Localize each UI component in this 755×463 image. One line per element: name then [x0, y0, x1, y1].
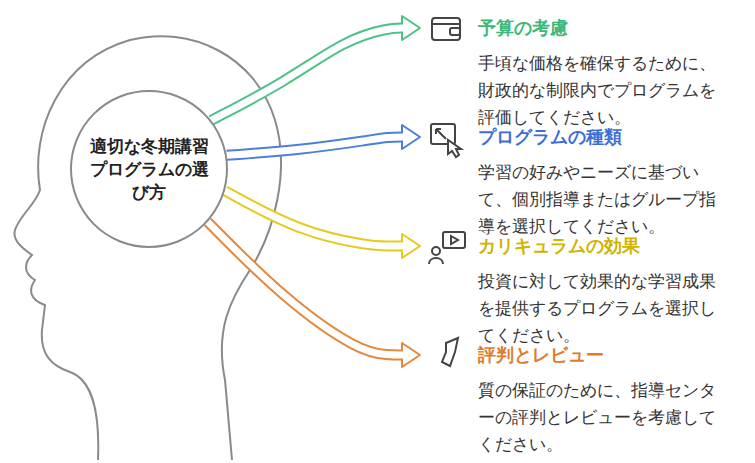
arrow-head: [402, 16, 420, 40]
title-circle: 適切な冬期講習プログラムの選び方: [70, 90, 228, 248]
topic-item: カリキュラムの効果投資に対して効果的な学習成果を提供するプログラムを選択してくだ…: [422, 233, 732, 349]
cursor-icon: [431, 124, 461, 157]
flag-icon: [442, 338, 458, 366]
topic-heading: 評判とレビュー: [478, 342, 732, 368]
topic-heading: 予算の考慮: [478, 15, 732, 41]
topic-body: 質の保証のために、指導センターの評判とレビューを考慮してください。: [478, 377, 728, 458]
arrow-head: [402, 125, 420, 149]
wallet-icon: [432, 18, 460, 40]
arrow-head: [402, 343, 420, 367]
title-text: 適切な冬期講習プログラムの選び方: [86, 135, 212, 204]
hollow-arrow: [208, 222, 420, 367]
arrow-shaft: [208, 222, 403, 355]
topic-heading: プログラムの種類: [478, 124, 732, 150]
hollow-arrow: [227, 125, 420, 155]
topic-item: プログラムの種類学習の好みやニーズに基づいて、個別指導またはグループ指導を選択し…: [422, 124, 732, 240]
hollow-arrow: [211, 16, 420, 120]
topic-heading: カリキュラムの効果: [478, 233, 732, 259]
topic-item: 評判とレビュー質の保証のために、指導センターの評判とレビューを考慮してください。: [422, 342, 732, 458]
presenter-icon: [429, 232, 465, 264]
arrow-shaft: [225, 191, 403, 246]
arrow-inner: [225, 191, 405, 246]
topic-body: 学習の好みやニーズに基づいて、個別指導またはグループ指導を選択してください。: [478, 159, 728, 240]
hollow-arrow: [225, 191, 420, 258]
topic-body: 手頃な価格を確保するために、財政的な制限内でプログラムを評価してください。: [478, 50, 728, 131]
arrow-inner: [208, 222, 405, 355]
topic-body: 投資に対して効果的な学習成果を提供するプログラムを選択してください。: [478, 268, 728, 349]
arrow-inner: [211, 28, 404, 120]
arrow-head: [402, 234, 420, 258]
arrow-inner: [227, 137, 405, 155]
topic-item: 予算の考慮手頃な価格を確保するために、財政的な制限内でプログラムを評価してくださ…: [422, 15, 732, 131]
